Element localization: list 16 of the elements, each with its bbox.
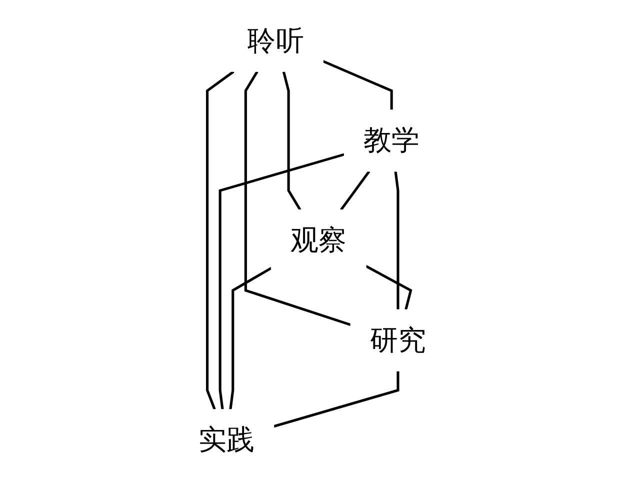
graph-drawing: 聆听 教学 观察 研究 实践 xyxy=(174,5,451,476)
connector xyxy=(322,60,394,110)
connector xyxy=(206,70,235,410)
connector xyxy=(282,71,302,210)
connector xyxy=(394,171,400,310)
connector xyxy=(229,266,272,410)
connector xyxy=(244,70,352,326)
node-text: 观察 xyxy=(290,224,348,256)
node-text: 实践 xyxy=(198,424,255,456)
node-text: 教学 xyxy=(364,124,420,157)
connector xyxy=(219,153,345,410)
node-text: 研究 xyxy=(370,324,426,356)
node-text: 聆听 xyxy=(248,24,304,57)
connector xyxy=(340,170,370,211)
connector xyxy=(274,371,400,428)
connector xyxy=(366,265,413,310)
